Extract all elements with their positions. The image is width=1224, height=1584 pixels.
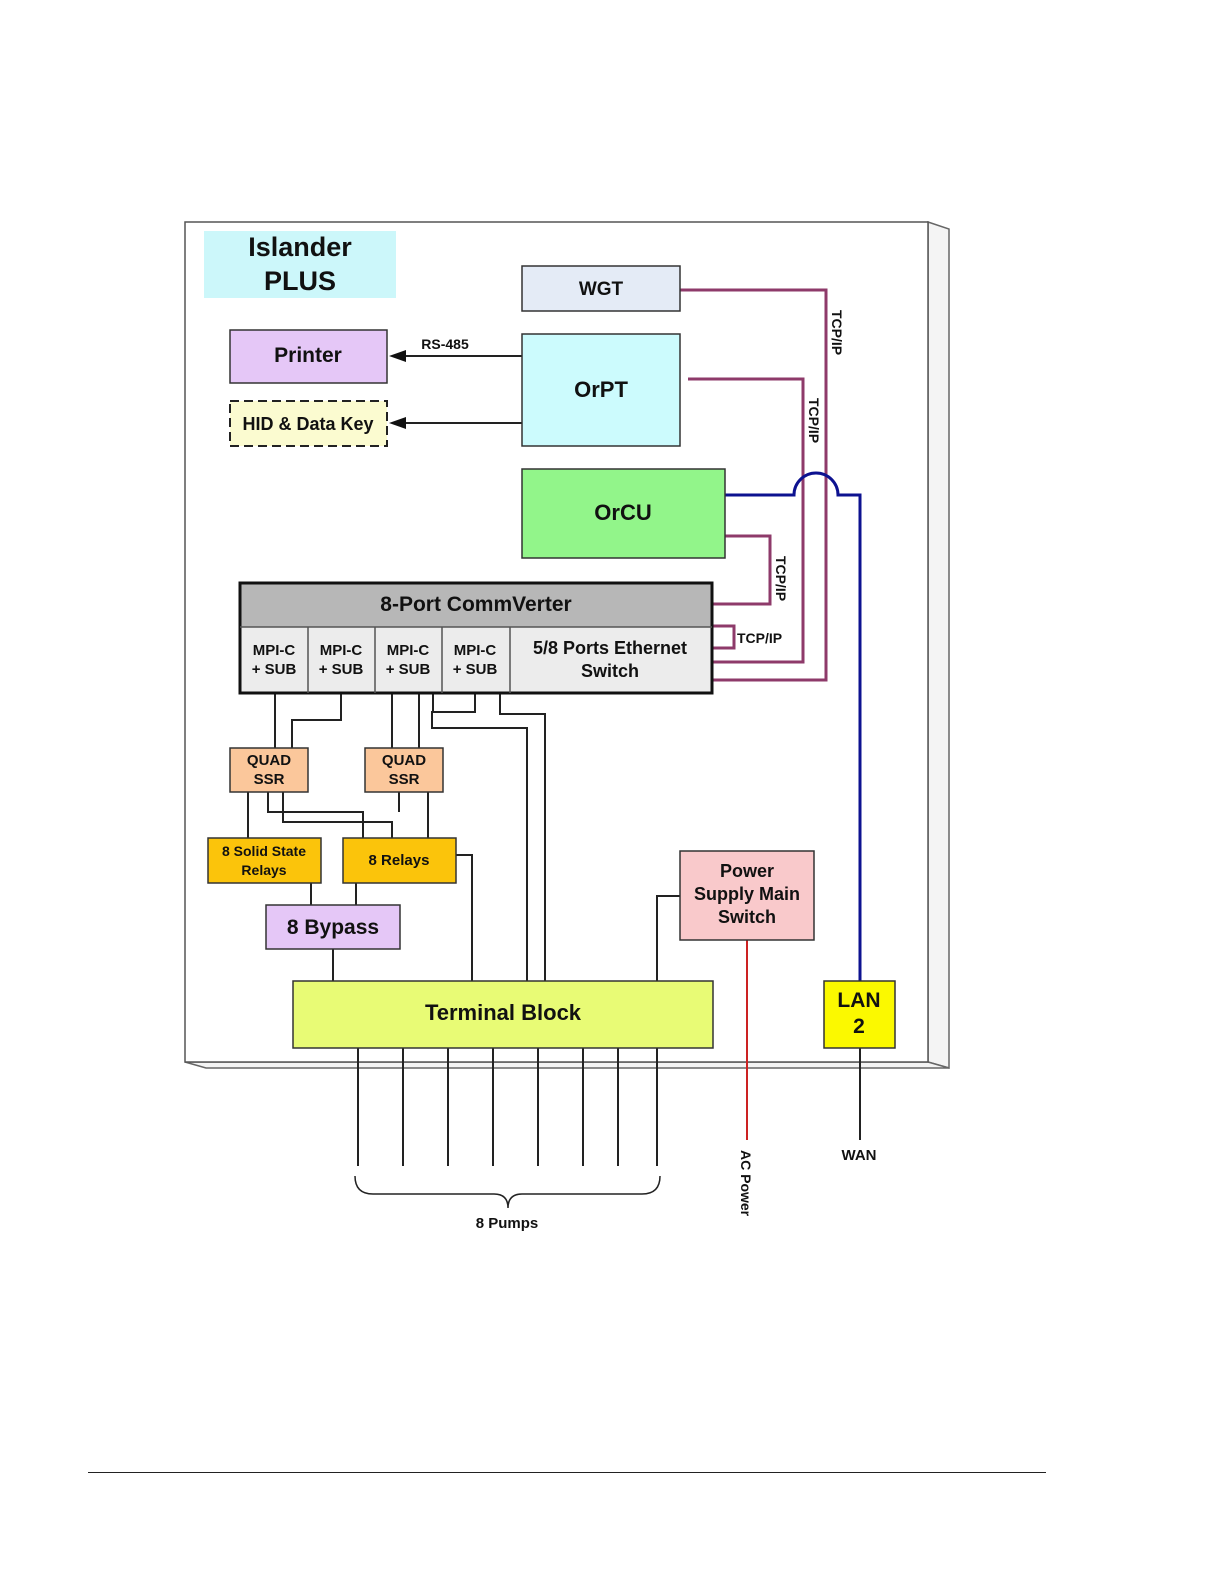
power-supply: Power Supply Main Switch <box>679 850 815 941</box>
mpi-port-line2: + SUB <box>453 661 498 678</box>
pumps-label: 8 Pumps <box>476 1215 539 1232</box>
tcpip-label-orcu: TCP/IP <box>773 556 789 601</box>
mpi-port-line1: MPI-C <box>387 642 430 659</box>
mpi-port-1: MPI-C + SUB <box>252 642 297 678</box>
terminal-block: Terminal Block <box>292 980 714 1049</box>
orcu-label: OrCU <box>594 500 651 525</box>
mpi-port-line2: + SUB <box>386 661 431 678</box>
ethernet-switch: 5/8 Ports Ethernet Switch <box>533 638 687 681</box>
commverter: 8-Port CommVerter MPI-C + SUB MPI-C + SU… <box>238 581 714 695</box>
wan-label: WAN <box>842 1147 877 1164</box>
mpi-port-line1: MPI-C <box>454 642 497 659</box>
quad-ssr-line1: QUAD <box>247 752 291 769</box>
hid-arrow-icon <box>389 417 406 429</box>
signal-wires <box>247 355 861 1209</box>
tcpip-label-orpt: TCP/IP <box>806 398 822 443</box>
ethernet-switch-line2: Switch <box>581 661 639 681</box>
tcpip-label-loop: TCP/IP <box>737 630 782 646</box>
mpi-port-line2: + SUB <box>319 661 364 678</box>
orcu-box: OrCU <box>521 468 726 559</box>
quad-ssr-2: QUAD SSR <box>364 747 444 793</box>
lan-line1: LAN <box>837 989 880 1012</box>
orpt-box: OrPT <box>521 333 681 447</box>
lan-line2: 2 <box>853 1015 865 1038</box>
printer-arrow-icon <box>389 350 406 362</box>
hid-label: HID & Data Key <box>242 414 373 434</box>
title-line1: Islander <box>248 232 352 262</box>
title-block: Islander PLUS <box>204 231 396 298</box>
rs485-label: RS-485 <box>421 336 469 352</box>
bypass: 8 Bypass <box>265 904 401 950</box>
ethernet-switch-line1: 5/8 Ports Ethernet <box>533 638 687 658</box>
hid-box: HID & Data Key <box>229 400 388 447</box>
power-line1: Power <box>720 861 774 881</box>
tcpip-label-wgt: TCP/IP <box>829 310 845 355</box>
mpi-port-4: MPI-C + SUB <box>453 642 498 678</box>
lan-link <box>725 471 862 981</box>
printer-box: Printer <box>229 329 388 384</box>
mpi-port-line2: + SUB <box>252 661 297 678</box>
power-line3: Switch <box>718 907 776 927</box>
solid-state-line2: Relays <box>241 862 286 878</box>
mpi-port-3: MPI-C + SUB <box>386 642 431 678</box>
lan2-box: LAN 2 <box>823 980 896 1049</box>
arrowheads <box>389 350 406 429</box>
solid-state-line1: 8 Solid State <box>222 843 306 859</box>
bypass-label: 8 Bypass <box>287 916 379 939</box>
mpi-port-line1: MPI-C <box>253 642 296 659</box>
power-line2: Supply Main <box>694 884 800 904</box>
terminal-label: Terminal Block <box>425 1000 582 1025</box>
tcpip-links <box>680 288 828 682</box>
printer-label: Printer <box>274 344 342 367</box>
quad-ssr-line1: QUAD <box>382 752 426 769</box>
quad-ssr-line2: SSR <box>254 771 285 788</box>
quad-ssr-1: QUAD SSR <box>229 747 309 793</box>
relays-label: 8 Relays <box>369 852 430 869</box>
quad-ssr-line2: SSR <box>389 771 420 788</box>
commverter-title: 8-Port CommVerter <box>380 593 571 616</box>
title-line2: PLUS <box>264 266 336 296</box>
footer-rule <box>88 1472 1046 1473</box>
mpi-port-line1: MPI-C <box>320 642 363 659</box>
mpi-port-2: MPI-C + SUB <box>319 642 364 678</box>
relays: 8 Relays <box>342 837 457 884</box>
solid-state-relays: 8 Solid State Relays <box>207 837 322 884</box>
ac-power-label: AC Power <box>738 1150 754 1217</box>
orpt-label: OrPT <box>574 377 628 402</box>
wgt-box: WGT <box>521 265 681 312</box>
wgt-label: WGT <box>579 279 624 300</box>
